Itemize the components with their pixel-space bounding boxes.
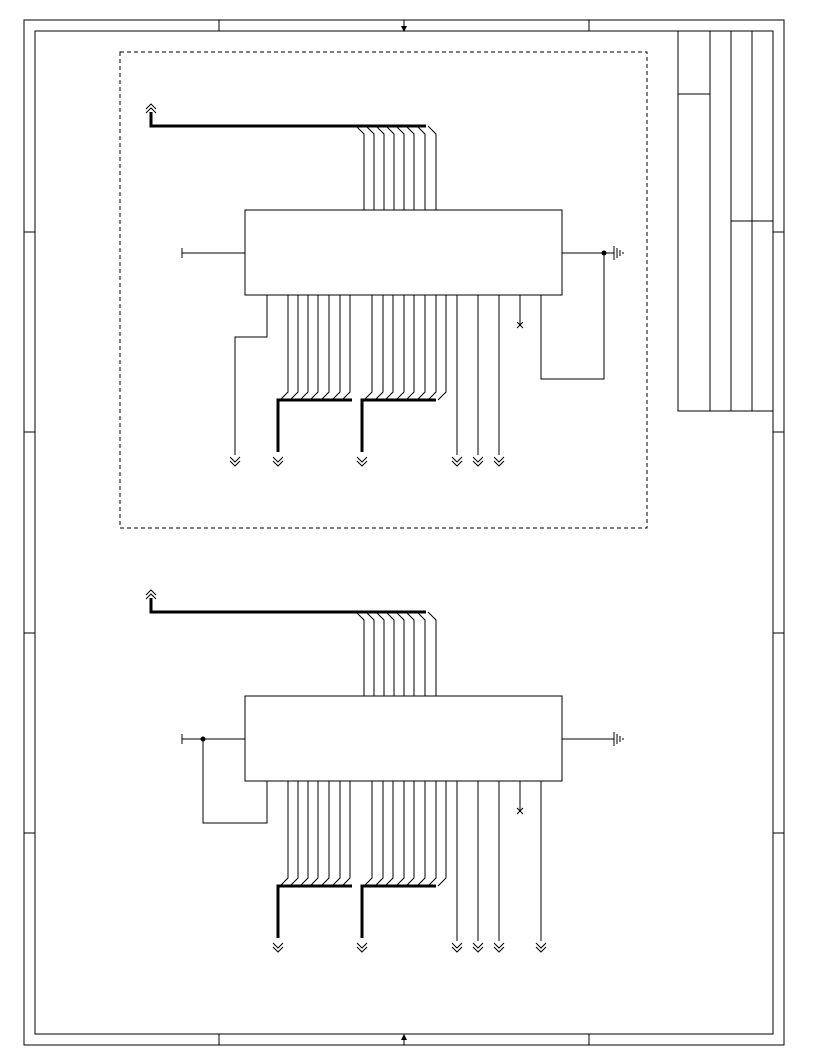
bottom-bus-lead: [406, 295, 414, 400]
top-bus-lead: [428, 126, 436, 210]
off-page-connector-icon: [356, 456, 368, 467]
top-bus-lead: [366, 126, 374, 210]
bottom-bus-lead: [280, 295, 288, 400]
bottom-bus-lead: [290, 781, 298, 886]
revision-table: [678, 31, 773, 411]
ground-return: [541, 253, 604, 379]
bottom-bus-lead: [438, 295, 446, 400]
center-mark-top-icon: [401, 26, 407, 32]
bottom-bus-lead: [417, 295, 425, 400]
bottom-bus-lead: [290, 295, 298, 400]
no-connect-icon: [517, 322, 523, 328]
top-bus-lead: [386, 612, 394, 696]
schematic-block-lower[interactable]: [145, 589, 624, 953]
off-page-connector-icon: [472, 456, 484, 467]
off-page-connector-icon: [272, 456, 284, 467]
bottom-bus-lead: [364, 295, 372, 400]
ic-body: [245, 210, 562, 295]
top-bus-lead: [396, 612, 404, 696]
bottom-bus-lead: [280, 781, 288, 886]
bottom-bus-lead: [310, 295, 318, 400]
off-page-connector-icon: [272, 942, 284, 953]
bottom-bus-lead: [385, 781, 393, 886]
off-page-connector-icon: [145, 589, 157, 600]
bottom-bus-lead: [396, 781, 404, 886]
off-page-connector-icon: [451, 942, 463, 953]
bottom-bus-lead: [375, 781, 383, 886]
bottom-bus-a: [278, 886, 352, 938]
center-mark-bottom-icon: [401, 1034, 407, 1040]
bottom-bus-lead: [332, 295, 340, 400]
bottom-bus-lead: [321, 295, 329, 400]
off-page-connector-icon: [356, 942, 368, 953]
bottom-bus-lead: [396, 295, 404, 400]
off-page-connector-icon: [472, 942, 484, 953]
top-bus-lead: [417, 126, 425, 210]
off-page-connector-icon: [493, 942, 505, 953]
bottom-bus-lead: [310, 781, 318, 886]
sheet-border: [24, 20, 784, 1045]
top-bus-lead: [396, 126, 404, 210]
dashed-group-outline: [120, 52, 647, 528]
bottom-bus-lead: [417, 781, 425, 886]
off-page-connector-icon: [493, 456, 505, 467]
top-bus-lead: [356, 612, 364, 696]
top-bus-lead: [386, 126, 394, 210]
bottom-bus-lead: [385, 295, 393, 400]
bottom-bus-lead: [342, 295, 350, 400]
ground-icon: [613, 731, 624, 747]
bottom-bus-lead: [438, 781, 446, 886]
bottom-bus-lead: [300, 295, 308, 400]
bottom-bus-lead: [364, 781, 372, 886]
top-bus-lead: [356, 126, 364, 210]
bottom-bus-lead: [321, 781, 329, 886]
bottom-bus-b: [362, 886, 436, 938]
bottom-bus-lead: [342, 781, 350, 886]
top-bus-lead: [366, 612, 374, 696]
top-bus: [151, 598, 426, 612]
top-bus-lead: [417, 612, 425, 696]
top-bus-lead: [376, 612, 384, 696]
top-bus-lead: [376, 126, 384, 210]
bottom-bus-lead: [428, 295, 436, 400]
off-page-connector-icon: [229, 456, 241, 467]
top-bus-lead: [406, 126, 414, 210]
off-page-connector-icon: [145, 103, 157, 114]
top-bus-lead: [428, 612, 436, 696]
bottom-bus-lead: [332, 781, 340, 886]
bottom-bus-lead: [428, 781, 436, 886]
ground-icon: [613, 245, 624, 261]
bottom-bus-a: [278, 400, 352, 452]
no-connect-icon: [517, 808, 523, 814]
bottom-bus-b: [362, 400, 436, 452]
top-bus: [151, 112, 426, 126]
schematic-block-upper[interactable]: [145, 103, 624, 467]
bottom-bus-lead: [406, 781, 414, 886]
off-page-connector-icon: [451, 456, 463, 467]
feedback-loop: [203, 739, 267, 823]
bottom-bus-lead: [300, 781, 308, 886]
ic-body: [245, 696, 562, 781]
top-bus-lead: [406, 612, 414, 696]
bottom-bus-lead: [375, 295, 383, 400]
off-page-connector-icon: [535, 942, 547, 953]
junction-dot: [200, 736, 206, 742]
aux-lead: [235, 295, 267, 455]
junction-dot: [601, 250, 607, 256]
